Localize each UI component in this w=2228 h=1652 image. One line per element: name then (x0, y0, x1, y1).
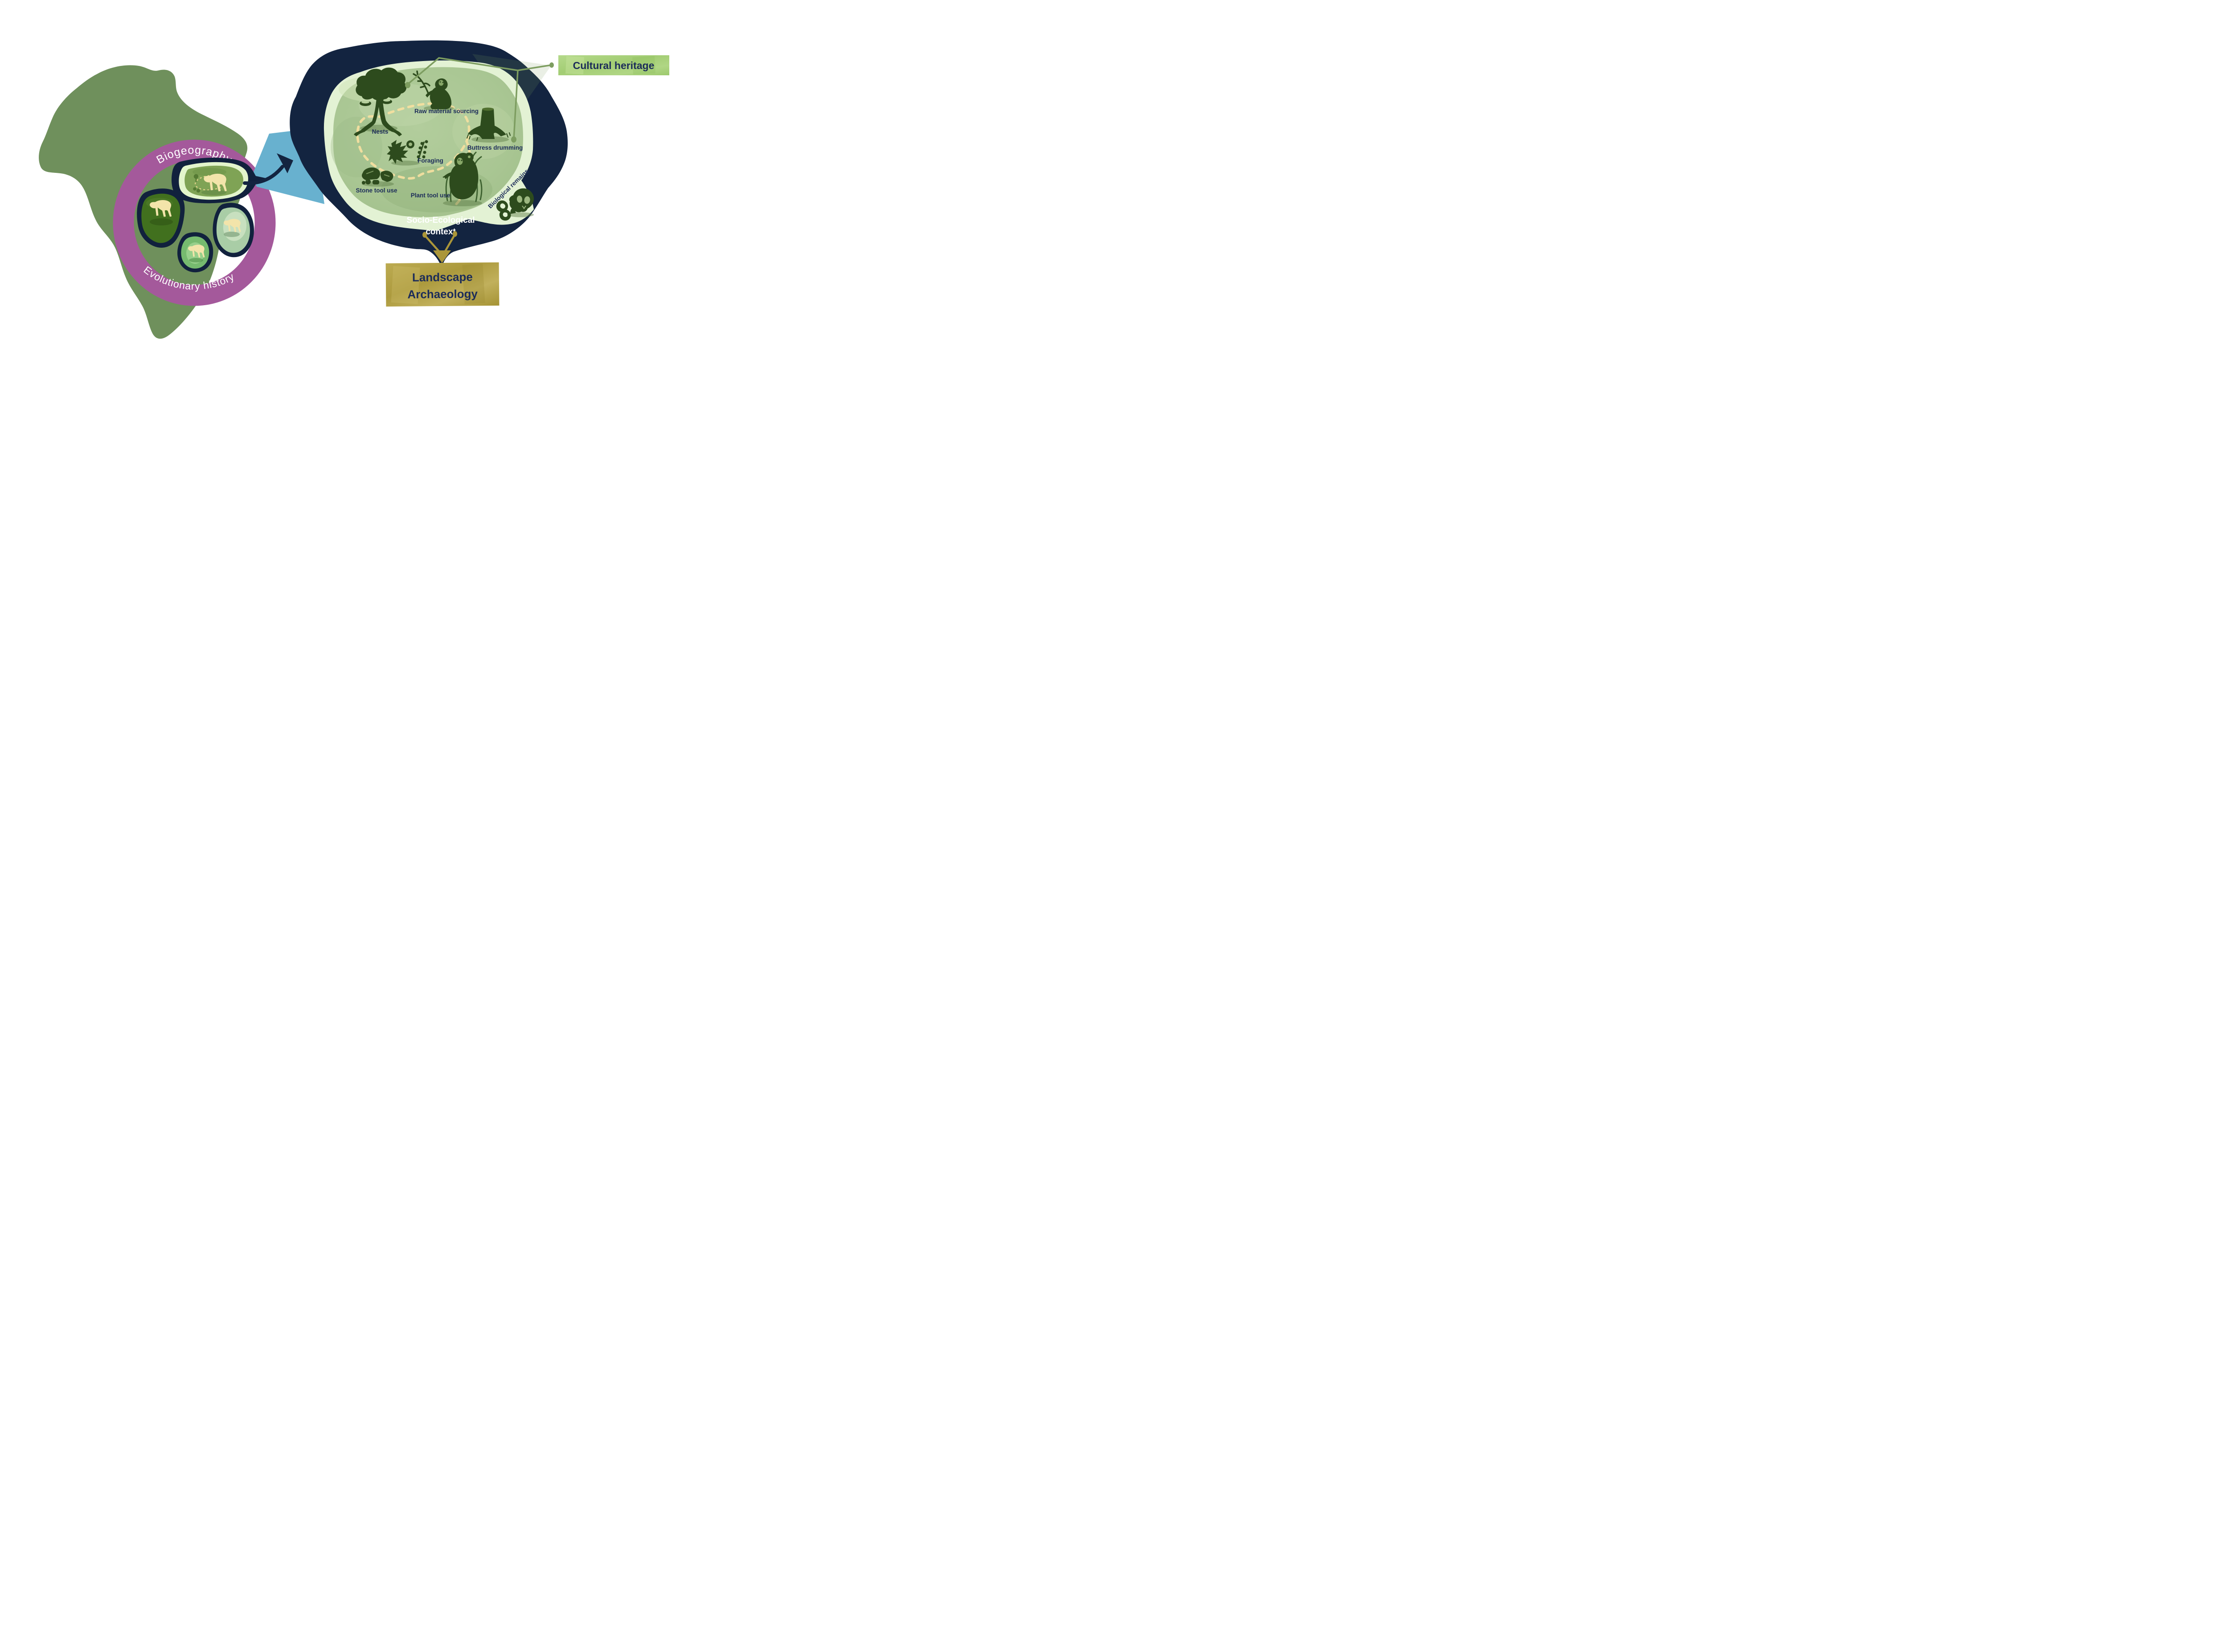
context-label-line1: Socio-Ecological (406, 216, 475, 225)
nest-icon (360, 99, 392, 106)
heritage-leader-dots (405, 62, 554, 143)
bones-icon (496, 200, 511, 221)
cultural-heritage-callout: Cultural heritage (558, 55, 669, 75)
cultural-heritage-label: Cultural heritage (573, 60, 655, 71)
landscape-archaeology-callout: Landscape Archaeology (385, 262, 500, 307)
nest-tree-icon (354, 67, 407, 136)
landscape-label-line2: Archaeology (407, 287, 478, 301)
gold-arrowhead-icon (433, 250, 451, 263)
heritage-leader-lines (407, 57, 552, 139)
branch-chimp-icon (413, 70, 454, 111)
label-nests: Nests (372, 128, 389, 135)
label-plant-tool: Plant tool use (411, 192, 451, 199)
stone-tools-icon (362, 167, 394, 187)
stump-icon (467, 107, 511, 143)
patch-small (177, 232, 213, 273)
patch-dark-forest (137, 188, 185, 248)
gold-connector (422, 231, 457, 263)
biogeography-ring (113, 139, 276, 306)
skull-icon (496, 188, 534, 221)
label-buttress: Buttress drumming (467, 144, 523, 151)
figure-canvas: Biogeography Evolutionary history (0, 0, 699, 377)
landscape-label-line1: Landscape (412, 270, 473, 284)
label-stone-tool: Stone tool use (356, 187, 397, 194)
patch-focus (171, 157, 268, 204)
foraging-plants-icon (387, 140, 428, 166)
label-raw-material: Raw material sourcing (414, 108, 479, 114)
label-foraging: Foraging (418, 157, 443, 164)
context-label-line2: context (426, 227, 456, 237)
patch-sage (213, 203, 254, 258)
chimpanzee-landscape-archaeology-diagram: Biogeography Evolutionary history (39, 40, 669, 339)
mini-tree-icon (193, 174, 201, 193)
chimp-family-icon (442, 151, 483, 206)
zoom-arrow-icon (243, 153, 293, 185)
